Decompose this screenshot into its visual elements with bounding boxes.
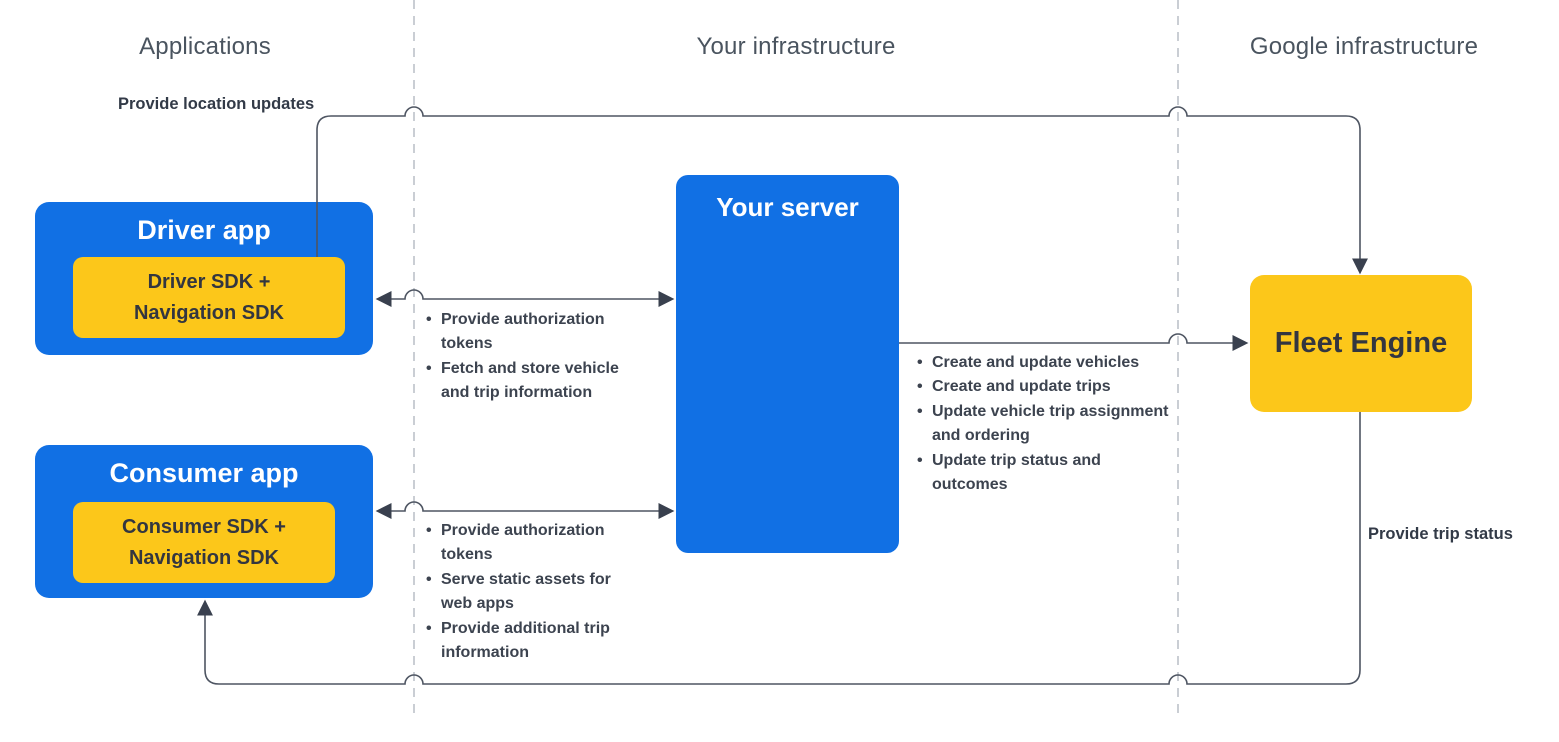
consumer-app-node: Consumer app Consumer SDK + Navigation S…	[35, 445, 373, 598]
lane-header-your-infrastructure: Your infrastructure	[696, 33, 896, 60]
driver-server-note-list: Provide authorization tokensFetch and st…	[426, 308, 641, 406]
edge-label-provide-location-updates: Provide location updates	[118, 95, 315, 113]
bullet-item: Update vehicle trip assignment and order…	[917, 400, 1169, 449]
consumer-server-note-list: Provide authorization tokensServe static…	[426, 519, 623, 665]
driver-app-title: Driver app	[137, 215, 271, 245]
edge-label-provide-trip-status: Provide trip status	[1368, 525, 1513, 543]
your-server-node: Your server	[676, 175, 899, 553]
bullet-item: Serve static assets for web apps	[426, 568, 623, 617]
bullet-item: Update trip status and outcomes	[917, 449, 1169, 498]
consumer-sdk-line1: Consumer SDK +	[122, 515, 286, 538]
lane-header-google-infrastructure: Google infrastructure	[1249, 33, 1479, 60]
consumer-sdk-node: Consumer SDK + Navigation SDK	[73, 502, 335, 583]
fleet-engine-node: Fleet Engine	[1250, 275, 1472, 412]
server-fleet-edge-notes: Create and update vehiclesCreate and upd…	[917, 351, 1169, 497]
bullet-item: Create and update trips	[917, 375, 1169, 400]
bullet-item: Create and update vehicles	[917, 351, 1169, 376]
consumer-sdk-line2: Navigation SDK	[128, 546, 280, 569]
edge-driver-server-line	[375, 289, 675, 307]
bullet-item: Provide authorization tokens	[426, 519, 623, 568]
consumer-app-title: Consumer app	[109, 458, 299, 488]
bullet-item: Fetch and store vehicle and trip informa…	[426, 357, 641, 406]
server-fleet-note-list: Create and update vehiclesCreate and upd…	[917, 351, 1169, 497]
consumer-server-edge-notes: Provide authorization tokensServe static…	[426, 519, 623, 665]
driver-sdk-node: Driver SDK + Navigation SDK	[73, 257, 345, 338]
lane-header-applications: Applications	[139, 33, 271, 60]
driver-sdk-line1: Driver SDK +	[147, 270, 271, 293]
edge-consumer-server-line	[375, 501, 675, 519]
bullet-item: Provide additional trip information	[426, 617, 623, 666]
edge-server-fleet-line	[899, 333, 1249, 351]
driver-app-node: Driver app Driver SDK + Navigation SDK	[35, 202, 373, 355]
fleet-engine-title: Fleet Engine	[1274, 327, 1448, 359]
bullet-item: Provide authorization tokens	[426, 308, 641, 357]
driver-server-edge-notes: Provide authorization tokensFetch and st…	[426, 308, 641, 406]
your-server-title: Your server	[716, 192, 859, 222]
driver-sdk-line2: Navigation SDK	[133, 301, 285, 324]
